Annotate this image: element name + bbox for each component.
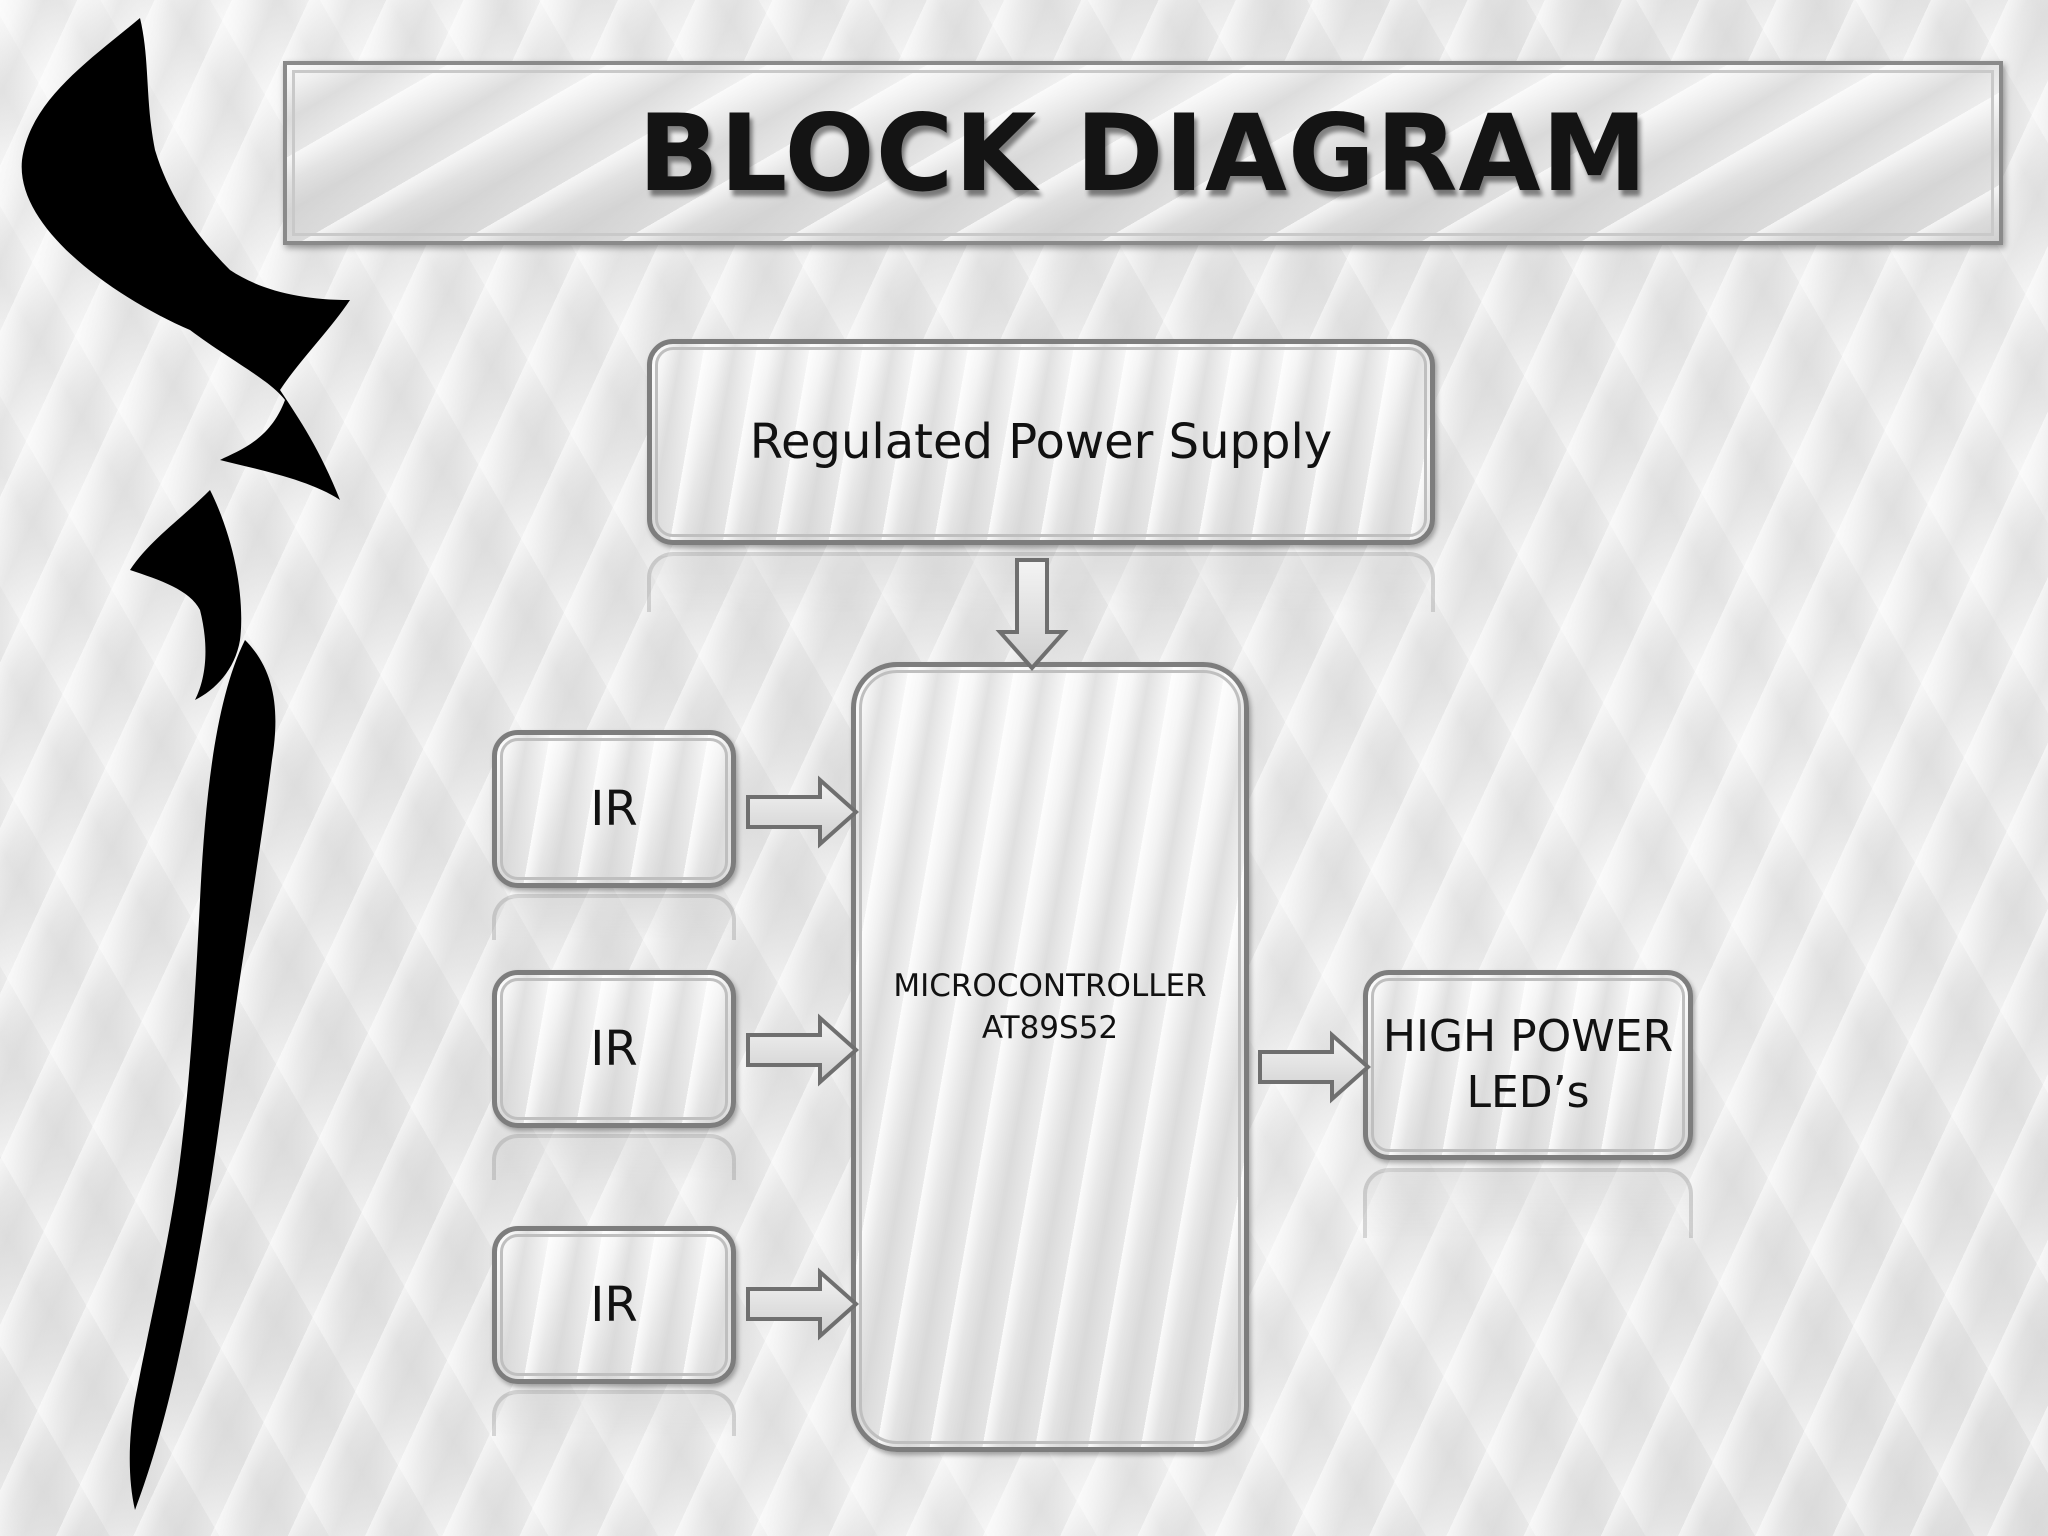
ir-sensor-label-2: IR [590,1021,638,1077]
power-supply-label: Regulated Power Supply [749,414,1333,470]
ir-sensor-block-1: IR [492,730,736,888]
microcontroller-model: AT89S52 [981,1010,1119,1046]
microcontroller-block: MICROCONTROLLER AT89S52 [851,662,1249,1452]
ir-sensor-label-3: IR [590,1277,638,1333]
title-banner: BLOCK DIAGRAM [283,61,2003,245]
power-supply-block: Regulated Power Supply [647,339,1435,545]
ir-sensor-label-1: IR [590,781,638,837]
arrow-mcu-to-led [1258,1030,1372,1104]
arrow-ir1-to-mcu [746,775,860,849]
arrow-ir2-to-mcu [746,1013,860,1087]
power-supply-reflection [647,552,1435,612]
high-power-led-block: HIGH POWER LED’s [1363,970,1693,1160]
led-reflection [1363,1168,1693,1238]
ir-sensor-block-2: IR [492,970,736,1128]
microcontroller-name: MICROCONTROLLER [893,968,1207,1004]
ir-2-reflection [492,1134,736,1180]
decorative-brush-stroke [21,18,351,1510]
brush-stroke-middle [130,490,242,700]
ir-1-reflection [492,894,736,940]
brush-stroke-upper [21,18,351,500]
led-label-line-2: LED’s [1466,1067,1590,1118]
brush-stroke-lower [129,640,276,1510]
page-title: BLOCK DIAGRAM [637,91,1649,215]
high-power-led-label: HIGH POWER LED’s [1383,1009,1673,1121]
arrow-ir3-to-mcu [746,1267,860,1341]
ir-3-reflection [492,1390,736,1436]
microcontroller-label: MICROCONTROLLER AT89S52 [893,965,1206,1049]
led-label-line-1: HIGH POWER [1382,1011,1674,1062]
ir-sensor-block-3: IR [492,1226,736,1384]
